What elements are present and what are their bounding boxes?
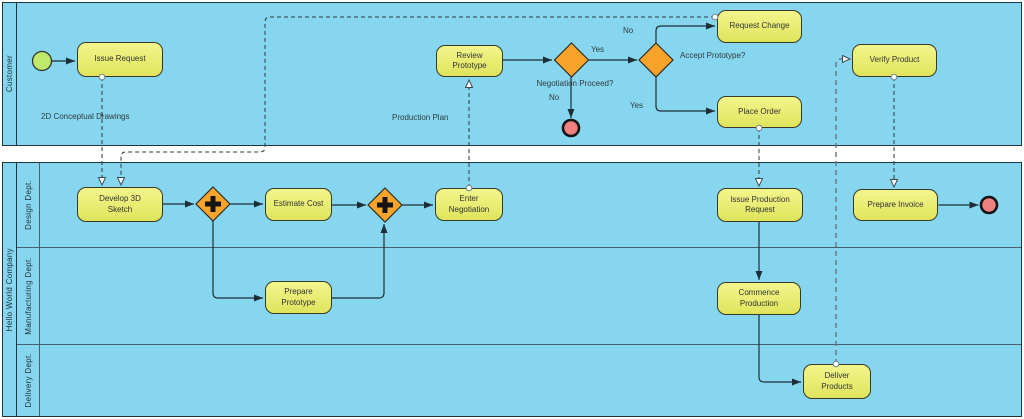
label-accept-yes: Yes [630,101,644,110]
label-negotiation-no: No [549,93,560,102]
task-place-order[interactable]: Place Order [717,96,802,128]
pool-company-label: Hello World Company [5,247,14,332]
task-enter-negotiation[interactable]: Enter Negotiation [435,188,503,221]
lane-design-dept: Design Dept. [17,163,1021,247]
label-gateway-negotiation-proceed: Negotiation Proceed? [536,79,614,88]
pool-customer-label: Customer [5,55,14,93]
task-estimate-cost[interactable]: Estimate Cost [265,188,332,221]
label-msg-production-plan: Production Plan [392,113,449,122]
pool-company-label-band[interactable]: Hello World Company [3,163,17,416]
task-develop-3d-sketch[interactable]: Develop 3D Sketch [77,187,163,222]
lane-manufacturing-label-band[interactable]: Manufacturing Dept. [17,248,40,344]
task-prepare-invoice[interactable]: Prepare Invoice [853,189,938,221]
task-commence-production[interactable]: Commence Production [717,282,801,315]
pool-customer-label-band[interactable]: Customer [3,3,17,145]
task-verify-product[interactable]: Verify Product [852,44,937,77]
task-review-prototype[interactable]: Review Prototype [436,45,503,77]
lane-design-label: Design Dept. [23,180,33,230]
lane-delivery-dept: Delivery Dept. [17,344,1021,416]
task-issue-production-request[interactable]: Issue Production Request [717,188,803,222]
task-prepare-prototype[interactable]: Prepare Prototype [265,281,332,314]
lane-manufacturing-dept: Manufacturing Dept. [17,247,1021,344]
label-msg-conceptual-drawings: 2D Conceptual Drawings [41,112,130,121]
label-gateway-accept-prototype: Accept Prototype? [680,51,746,60]
label-negotiation-yes: Yes [591,45,605,54]
lane-delivery-label: Delivery Dept. [23,353,33,408]
task-issue-request[interactable]: Issue Request [77,42,163,77]
task-deliver-products[interactable]: Deliver Products [803,364,871,399]
lane-design-label-band[interactable]: Design Dept. [17,163,40,247]
lane-delivery-label-band[interactable]: Delivery Dept. [17,345,40,416]
task-request-change[interactable]: Request Change [717,10,802,43]
label-accept-no: No [623,26,634,35]
lane-manufacturing-label: Manufacturing Dept. [23,257,33,335]
